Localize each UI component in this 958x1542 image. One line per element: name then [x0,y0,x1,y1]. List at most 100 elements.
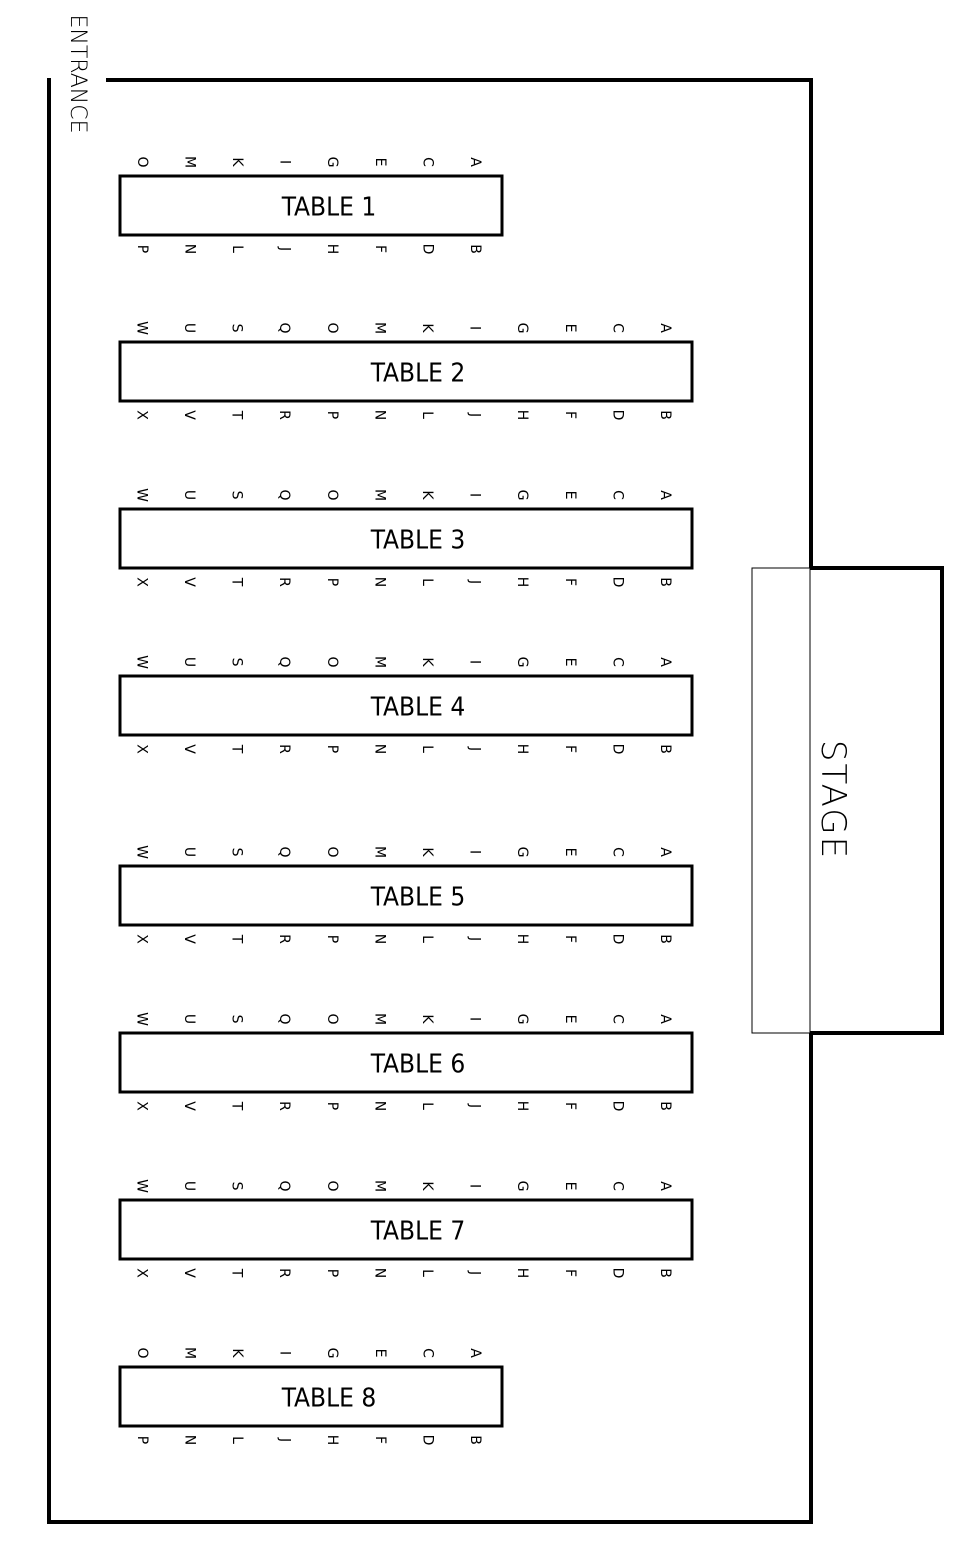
seat-label: J [467,1270,483,1275]
seat-label: P [324,745,340,753]
seat-label: E [372,158,388,167]
seat-label: U [181,1181,197,1191]
seat-label: F [562,935,578,943]
seat-label: P [134,245,150,253]
seat-label: B [467,1435,483,1445]
table-label: TABLE 8 [281,1384,376,1414]
seat-label: X [133,1268,149,1278]
seat-label: A [657,1014,673,1024]
seat-label: I [277,160,293,164]
seat-label: E [562,658,578,667]
seat-label: W [133,321,149,335]
seat-label: D [419,1435,435,1446]
seat-label: E [562,848,578,857]
seat-label: M [371,1180,387,1192]
seat-label: U [181,490,197,500]
seat-label: K [419,1014,435,1024]
seat-label: T [229,934,245,944]
seat-label: B [657,934,673,944]
seat-label: W [133,655,149,669]
seat-label: W [133,1012,149,1026]
seat-label: M [371,489,387,501]
seat-label: K [419,1181,435,1191]
table-label: TABLE 3 [370,526,465,556]
seat-label: H [324,244,340,255]
seat-label: I [467,1184,483,1188]
seat-label: O [134,1347,150,1358]
seat-label: R [276,744,292,754]
seat-label: H [514,410,530,421]
seat-label: N [371,410,387,420]
seat-label: L [419,935,435,943]
table-label: TABLE 6 [370,1050,465,1080]
seat-label: G [514,1181,530,1192]
seat-label: F [562,578,578,586]
table-label: TABLE 7 [370,1217,465,1247]
seat-label: D [609,1268,625,1279]
seat-label: C [609,1014,625,1024]
seat-label: S [229,491,245,500]
seat-label: N [371,1101,387,1111]
seat-label: L [419,411,435,419]
seat-label: B [657,577,673,587]
table-box [118,1198,694,1261]
table-box [118,864,694,927]
seat-label: F [562,1269,578,1277]
table-box [118,1031,694,1094]
seat-label: C [609,657,625,667]
seat-label: Q [276,846,292,857]
seat-label: V [181,744,197,754]
seat-label: K [419,847,435,857]
table-label: TABLE 2 [370,359,465,389]
seat-label: G [514,847,530,858]
seat-label: L [229,245,245,253]
seat-label: I [467,850,483,854]
seat-label: X [133,934,149,944]
seat-label: X [133,1101,149,1111]
seat-label: W [133,488,149,502]
seat-label: H [514,577,530,588]
seat-label: T [229,1101,245,1111]
seat-label: L [229,1436,245,1444]
seat-label: I [467,1017,483,1021]
table-box [118,174,504,237]
seat-label: J [277,246,293,251]
seat-label: D [609,410,625,421]
stage-label: STAGE [813,740,853,860]
seat-label: U [181,323,197,333]
seat-label: O [324,1013,340,1024]
seat-label: D [609,744,625,755]
table-label: TABLE 4 [370,693,465,723]
seat-label: I [467,493,483,497]
seat-label: E [562,1015,578,1024]
seat-label: B [657,1268,673,1278]
seat-label: G [514,657,530,668]
seat-label: A [657,847,673,857]
seat-label: O [134,156,150,167]
seat-label: T [229,410,245,420]
seat-label: O [324,322,340,333]
seat-label: P [324,411,340,419]
seat-label: G [514,490,530,501]
seat-label: O [324,846,340,857]
seat-label: M [181,156,197,168]
table-label: TABLE 5 [370,883,465,913]
seat-label: J [277,1437,293,1442]
seat-label: W [133,845,149,859]
seat-label: N [371,1268,387,1278]
seat-label: E [562,1182,578,1191]
seat-label: J [467,746,483,751]
seat-label: Q [276,1013,292,1024]
seat-label: I [277,1351,293,1355]
seat-label: D [609,1101,625,1112]
seat-label: V [181,934,197,944]
seat-label: P [324,935,340,943]
